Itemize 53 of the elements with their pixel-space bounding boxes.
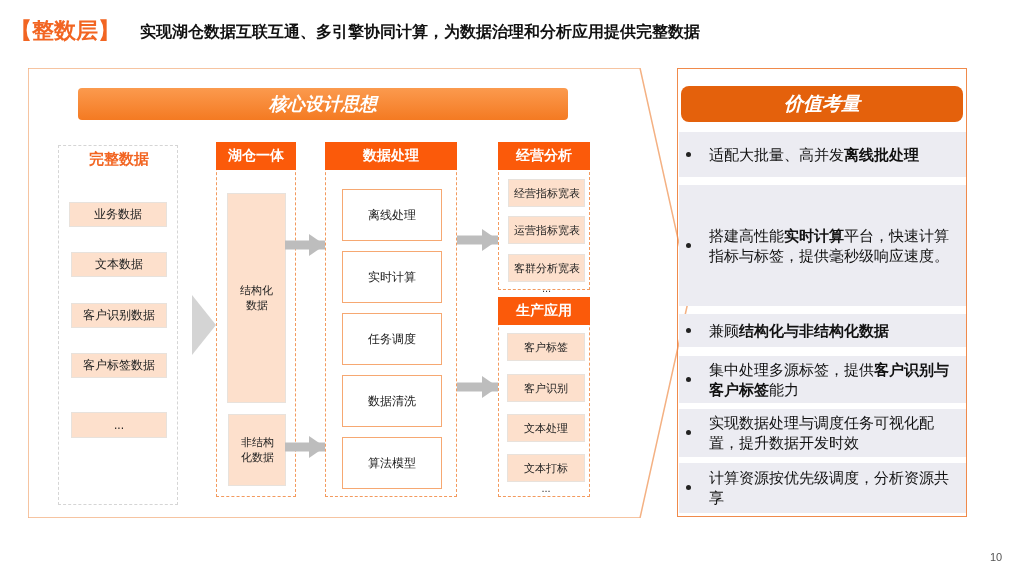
bullet-text: 搭建高性能实时计算平台，快速计算指标与标签，提供毫秒级响应速度。 <box>709 225 950 266</box>
item-card: 运营指标宽表 <box>508 216 585 244</box>
bullet-text: 集中处理多源标签，提供客户识别与客户标签能力 <box>709 359 950 400</box>
group-header: 生产应用 <box>498 297 590 325</box>
bullet-row <box>679 463 966 513</box>
bullet-row <box>679 185 966 306</box>
arrow <box>285 436 325 458</box>
header-banner: 核心设计思想 <box>78 88 568 120</box>
item-card: 客户识别数据 <box>71 303 167 328</box>
dashed-group-frame <box>216 142 296 497</box>
value-panel <box>677 68 967 517</box>
item-card: 客群分析宽表 <box>508 254 585 282</box>
header-banner: 价值考量 <box>681 86 963 122</box>
ellipsis-text: ... <box>540 483 552 493</box>
dashed-group-frame <box>58 145 178 505</box>
group-header: 经营分析 <box>498 142 590 170</box>
item-card: 文本打标 <box>507 454 585 482</box>
process-box: 实时计算 <box>342 251 442 303</box>
item-card: 文本处理 <box>507 414 585 442</box>
bullet-row <box>679 409 966 457</box>
arrow <box>457 376 498 398</box>
bullet-row <box>679 356 966 403</box>
item-card: 业务数据 <box>69 202 167 227</box>
bullet-row <box>679 314 966 347</box>
page-title: 实现湖仓数据互联互通、多引擎协同计算，为数据治理和分析应用提供完整数据 <box>140 22 701 42</box>
process-box: 算法模型 <box>342 437 442 489</box>
dashed-group-frame <box>498 142 590 290</box>
item-card: 文本数据 <box>71 252 167 277</box>
title-tag: 【整数层】 <box>10 20 120 42</box>
item-card: 客户标签数据 <box>71 353 167 378</box>
page-number: 10 <box>990 552 1003 563</box>
item-card: 客户标签 <box>507 333 585 361</box>
arrow <box>457 229 498 251</box>
arrow <box>285 234 325 256</box>
item-card: 结构化数据 <box>227 193 286 403</box>
bullet-text: 计算资源按优先级调度，分析资源共享 <box>709 468 950 508</box>
group-header: 湖仓一体 <box>216 142 296 170</box>
item-card: ... <box>71 412 167 438</box>
bullet-text: 兼顾结构化与非结构化数据 <box>709 320 889 341</box>
group-header: 数据处理 <box>325 142 457 170</box>
bullet-text: 适配大批量、高并发离线批处理 <box>709 144 919 165</box>
item-card: 客户识别 <box>507 374 585 402</box>
process-box: 离线处理 <box>342 189 442 241</box>
item-card: 非结构化数据 <box>228 414 286 486</box>
dashed-group-frame <box>325 142 457 497</box>
ellipsis-text: ... <box>540 283 553 293</box>
process-box: 任务调度 <box>342 313 442 365</box>
bullet-text: 实现数据处理与调度任务可视化配置，提升数据开发时效 <box>709 413 935 453</box>
bullet-row <box>679 132 966 177</box>
item-card: 经营指标宽表 <box>508 179 585 207</box>
group-heading: 完整数据 <box>88 148 150 169</box>
process-box: 数据清洗 <box>342 375 442 427</box>
dashed-group-frame <box>498 297 590 497</box>
